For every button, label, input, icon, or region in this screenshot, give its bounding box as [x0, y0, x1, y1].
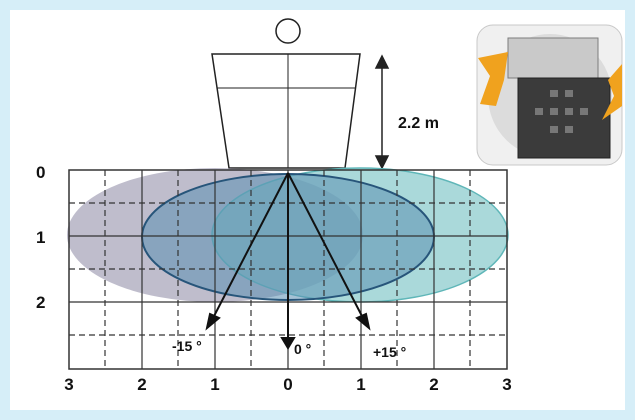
rotate-right-arrow-icon [602, 64, 622, 120]
axis-bottom-label: 3 [64, 375, 73, 394]
sensor-housing [211, 53, 361, 169]
angle-label-plus15: +15 ° [373, 344, 406, 360]
detection-diagram: 2.2 m [36, 18, 623, 394]
direction-arrows [205, 172, 371, 350]
axis-bottom-label: 2 [429, 375, 438, 394]
axis-left-label: 0 [36, 163, 45, 182]
grid [68, 169, 508, 370]
person-head [275, 18, 301, 44]
angle-label-0: 0 ° [294, 341, 311, 357]
axis-left-label: 2 [36, 293, 45, 312]
axis-bottom-label: 3 [502, 375, 511, 394]
diagram-canvas: 2.2 m [10, 10, 625, 410]
axis-bottom-label: 1 [356, 375, 365, 394]
height-label: 2.2 m [398, 115, 439, 132]
height-dimension-arrow [374, 54, 390, 170]
rotate-left-arrow-icon [478, 52, 508, 106]
axis-bottom-label: 0 [283, 375, 292, 394]
axis-bottom-label: 1 [210, 375, 219, 394]
axis-bottom-label: 2 [137, 375, 146, 394]
sensor-photo [476, 24, 623, 166]
axis-left-label: 1 [36, 228, 45, 247]
angle-label-minus15: -15 ° [172, 338, 202, 354]
